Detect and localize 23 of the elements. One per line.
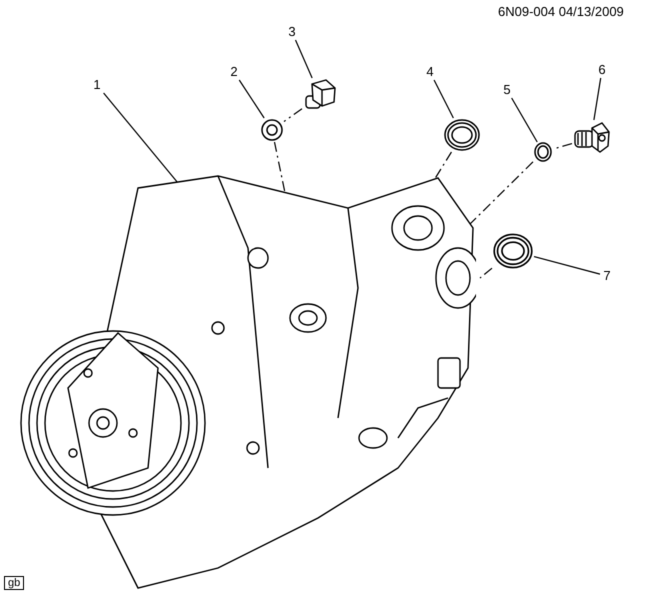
callout-number: 5 <box>500 82 514 98</box>
centerline <box>480 268 492 278</box>
leader-line <box>511 98 538 142</box>
leader-line <box>534 256 600 275</box>
leader-line <box>593 78 602 120</box>
leader-line <box>103 92 178 184</box>
callout-number: 7 <box>600 268 614 284</box>
view-code-tag: gb <box>4 576 24 590</box>
drawing-number: 6N09-004 04/13/2009 <box>498 4 624 19</box>
washer-drawing <box>260 118 284 142</box>
leader-line <box>434 80 454 118</box>
callout-number: 4 <box>423 64 437 80</box>
callout-number: 2 <box>227 64 241 80</box>
callout-number: 1 <box>90 77 104 93</box>
o-ring-drawing <box>533 142 553 162</box>
callout-number: 6 <box>595 62 609 78</box>
seal-ring-drawing <box>443 118 481 152</box>
leader-line <box>294 40 313 78</box>
leader-line <box>238 80 265 118</box>
centerline <box>470 161 534 224</box>
seal-ring-drawing <box>492 232 534 270</box>
callout-number: 3 <box>285 24 299 40</box>
centerline <box>284 108 302 122</box>
